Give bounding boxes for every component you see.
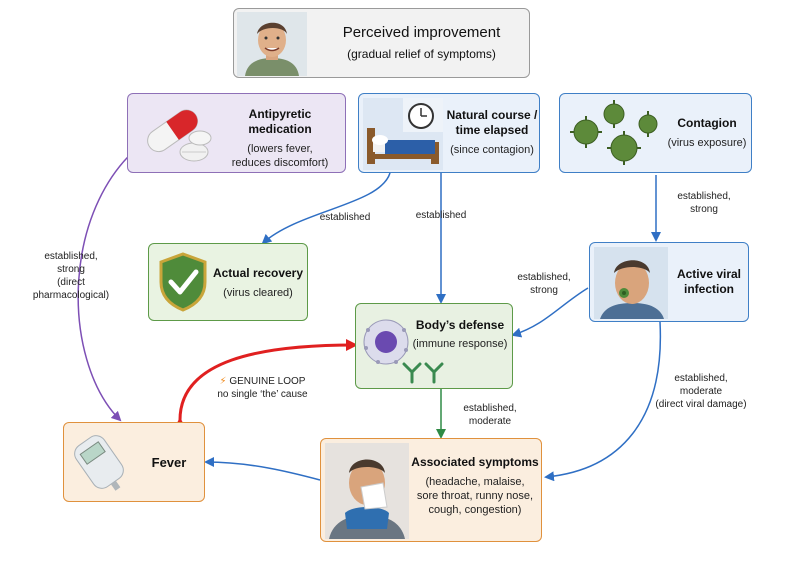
node-title-line-1: Natural course / [446, 108, 538, 122]
loop-label-first-line: ⚡ GENUINE LOOP [200, 375, 325, 388]
node-subtitle-line-2: reduces discomfort) [231, 157, 329, 169]
sick-man-icon [594, 247, 668, 319]
node-associated-symptoms: Associated symptoms (headache, malaise, … [320, 438, 542, 542]
node-active-viral-infection: Active viral infection [589, 242, 749, 322]
edge-label-line: (direct [57, 277, 85, 288]
node-subtitle-line-1: (headache, malaise, [425, 476, 525, 488]
edge-label-natural-defense: established [406, 209, 476, 222]
node-actual-recovery: Actual recovery (virus cleared) [148, 243, 308, 321]
immune-cell-icon [363, 319, 409, 365]
node-fever: Fever [63, 422, 205, 502]
edge-label-line: moderate [468, 416, 512, 427]
node-subtitle: (gradual relief of symptoms) [347, 47, 496, 61]
edge-label-defense-symptoms: established, moderate [450, 402, 530, 428]
edge-label-viral-defense: established, strong [506, 271, 582, 297]
node-subtitle: (immune response) [412, 338, 508, 350]
thermometer-icon [74, 435, 124, 491]
smiling-man-icon [237, 12, 307, 76]
loop-subtitle: no single ‘the’ cause [217, 389, 308, 400]
loop-title: GENUINE LOOP [229, 376, 306, 387]
node-title: Associated symptoms [411, 455, 539, 469]
node-subtitle-line-3: cough, congestion) [428, 504, 522, 516]
edge-label-line: established, [674, 373, 728, 384]
edge-label-line: pharmacological) [32, 290, 110, 301]
edge-viral-symptoms [544, 321, 662, 482]
node-title: Actual recovery [212, 266, 304, 280]
sneezing-man-icon [325, 443, 409, 539]
edge-label-line: established, [517, 272, 571, 283]
loop-label: ⚡ GENUINE LOOP no single ‘the’ cause [200, 375, 325, 401]
edge-natural-recovery [261, 172, 391, 245]
edge-label-line: (direct viral damage) [655, 399, 747, 410]
edge-label-line: strong [690, 204, 718, 215]
bed-clock-icon [363, 98, 443, 170]
node-subtitle: (virus cleared) [223, 287, 293, 299]
node-title: Body’s defense [415, 318, 505, 332]
virus-icon [570, 100, 658, 165]
node-title-line-1: Active viral [676, 267, 742, 281]
edge-label-line: moderate [679, 386, 723, 397]
edge-label-viral-symptoms: established, moderate (direct viral dama… [646, 372, 756, 411]
node-subtitle: (since contagion) [450, 144, 534, 156]
edge-label-line: established, [44, 251, 98, 262]
edge-symptoms-fever [204, 457, 321, 481]
node-antipyretic-medication: Antipyretic medication (lowers fever, re… [127, 93, 346, 173]
node-title: Perceived improvement [342, 24, 501, 41]
shield-check-icon [159, 252, 207, 312]
edge-label-antipyretic-fever: established, strong (direct pharmacologi… [16, 250, 126, 302]
node-title: Fever [151, 455, 187, 470]
node-contagion: Contagion (virus exposure) [559, 93, 752, 173]
edge-viral-defense [511, 287, 589, 338]
pills-icon [147, 109, 212, 162]
edge-loop-fever-defense [173, 339, 358, 430]
edge-antipyretic-fever [77, 137, 151, 422]
node-subtitle: (virus exposure) [667, 137, 747, 149]
antibody-icon [402, 362, 444, 384]
node-subtitle-line-2: sore throat, runny nose, [416, 490, 534, 502]
edge-label-line: established [415, 210, 467, 221]
edge-label-line: established, [463, 403, 517, 414]
node-title-line-2: infection [684, 282, 734, 296]
lightning-icon: ⚡ [219, 376, 227, 387]
node-title: Antipyretic medication [248, 107, 312, 136]
edge-label-line: strong [57, 264, 85, 275]
node-natural-course: Natural course / time elapsed (since con… [358, 93, 540, 173]
edge-label-contagion-viral: established, strong [664, 190, 744, 216]
node-perceived-improvement: Perceived improvement (gradual relief of… [233, 8, 530, 78]
edge-label-line: strong [530, 285, 558, 296]
node-bodys-defense: Body’s defense (immune response) [355, 303, 513, 389]
edge-label-line: established, [677, 191, 731, 202]
edge-label-natural-recovery: established [310, 211, 380, 224]
node-title-line-2: time elapsed [455, 123, 529, 137]
edge-label-line: established [319, 212, 371, 223]
node-subtitle-line-1: (lowers fever, [247, 143, 313, 155]
node-title: Contagion [677, 116, 737, 130]
